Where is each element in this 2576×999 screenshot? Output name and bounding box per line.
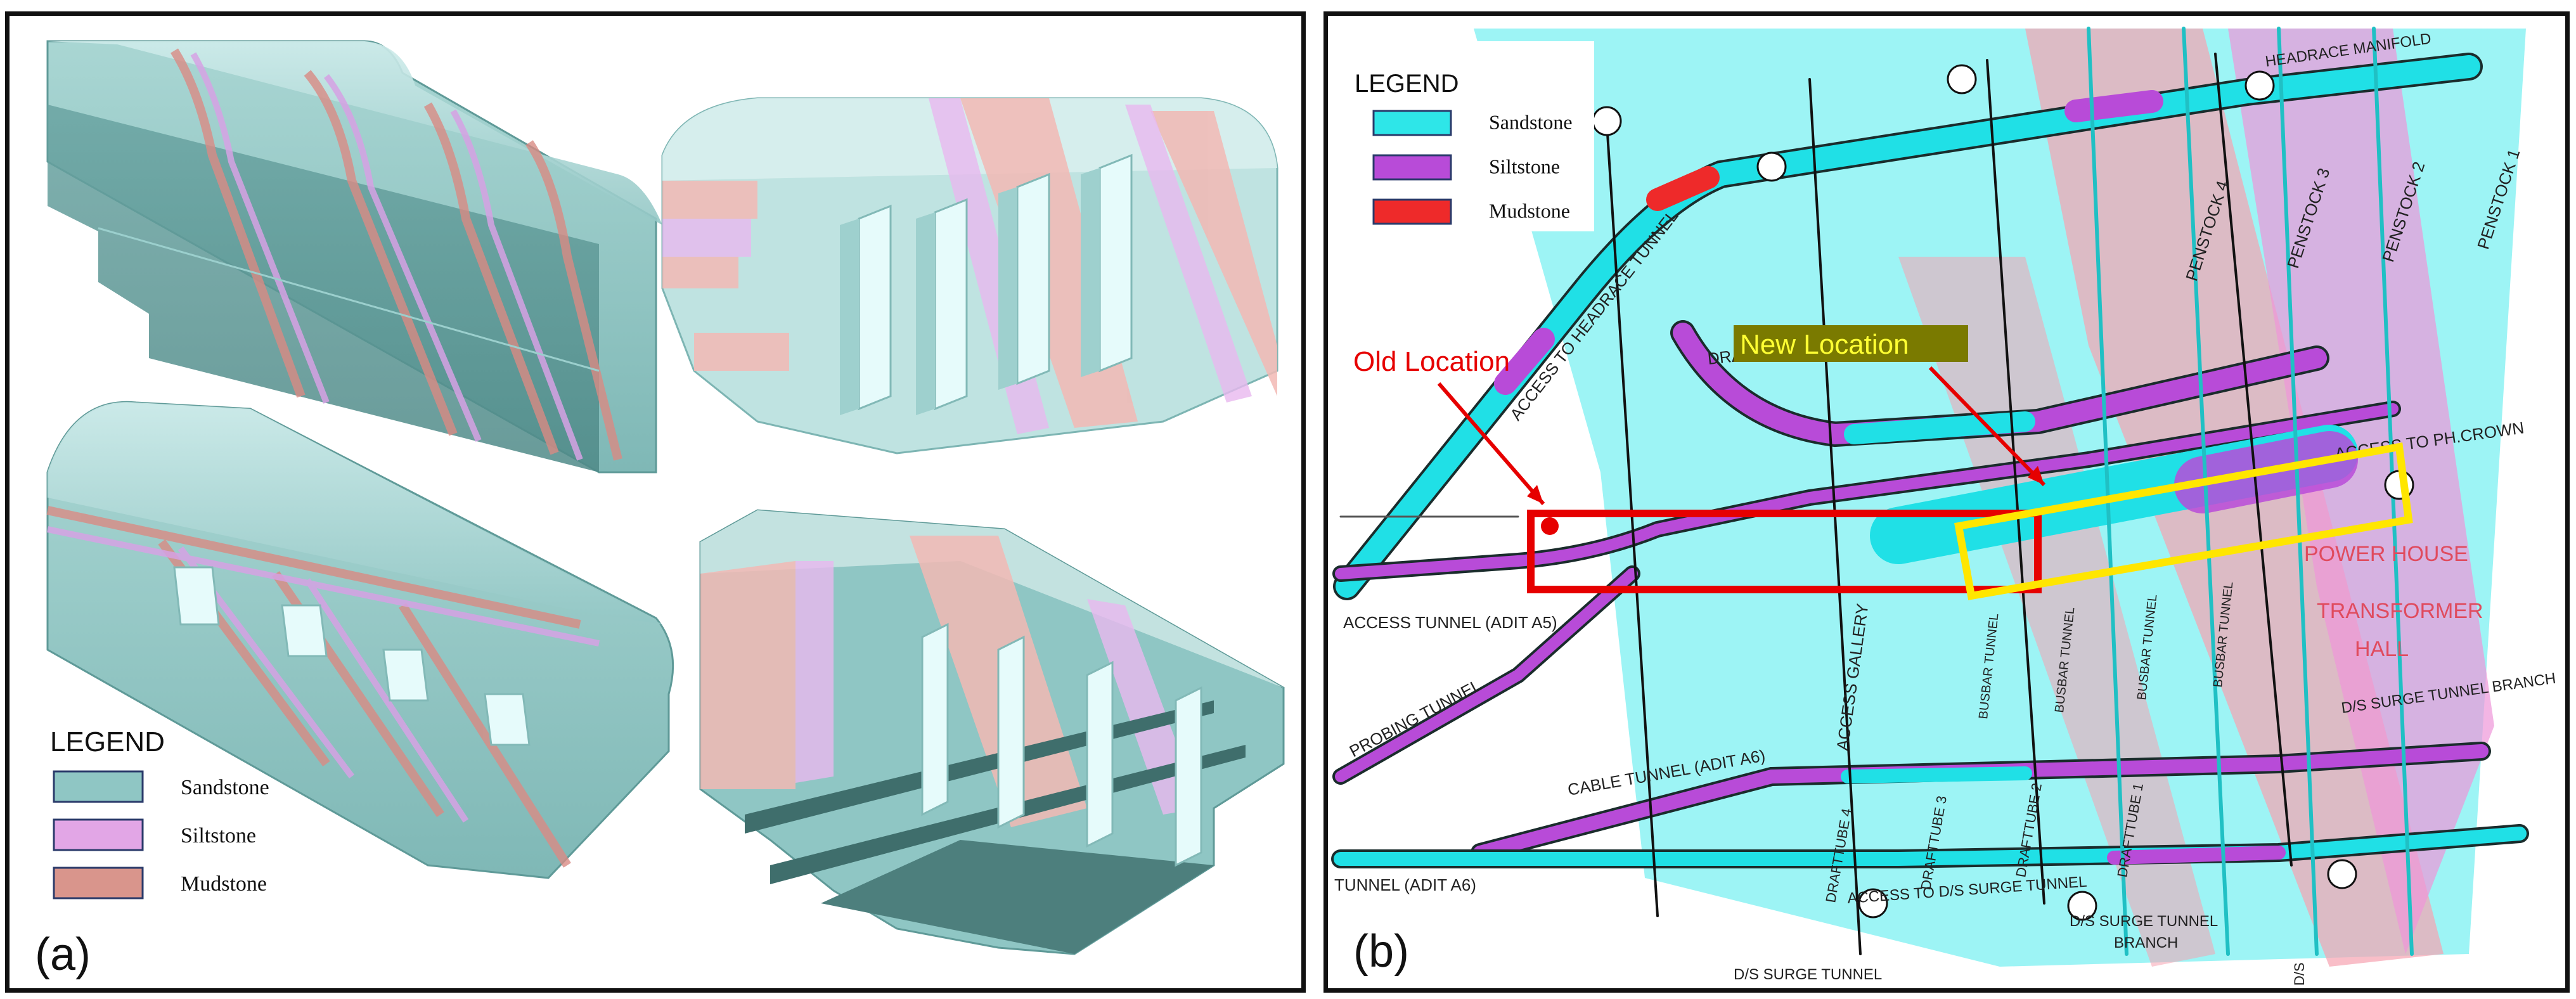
legend-b-label-siltstone: Siltstone bbox=[1489, 155, 1560, 178]
label-tunnel-a6: TUNNEL (ADIT A6) bbox=[1334, 875, 1476, 894]
label-transformer: TRANSFORMER bbox=[2317, 599, 2483, 623]
legend-a-label-mudstone: Mudstone bbox=[181, 872, 267, 896]
label-ds-surge-branch-1: D/S SURGE TUNNEL bbox=[2070, 913, 2218, 930]
cavern-model-top-left bbox=[46, 40, 662, 474]
new-location-label: New Location bbox=[1740, 329, 1909, 360]
cavern-model-bottom-right bbox=[699, 509, 1285, 955]
legend-title: LEGEND bbox=[1355, 70, 1459, 98]
cavern-model-top-right bbox=[661, 97, 1278, 454]
legend-b-label-mudstone: Mudstone bbox=[1489, 200, 1570, 222]
legend-a-swatch-sandstone bbox=[53, 770, 144, 803]
legend-a-label-siltstone: Siltstone bbox=[181, 824, 256, 848]
label-ds-surge-tunnel: D/S SURGE TUNNEL bbox=[1734, 966, 1882, 983]
new-location-label-bg bbox=[1734, 325, 1968, 362]
old-location-marker bbox=[1541, 517, 1559, 535]
label-power-house: POWER HOUSE bbox=[2304, 542, 2468, 566]
panel-label: (b) bbox=[1353, 926, 1409, 977]
old-location-label: Old Location bbox=[1353, 346, 1510, 377]
old-location-box bbox=[1527, 510, 2042, 593]
label-access-tunnel-a5: ACCESS TUNNEL (ADIT A5) bbox=[1343, 613, 1557, 632]
label-hall: HALL bbox=[2355, 637, 2409, 661]
panel-label: (a) bbox=[35, 929, 91, 980]
cavern-model-bottom-left bbox=[46, 401, 674, 879]
legend-b-swatch-siltstone bbox=[1372, 154, 1452, 181]
legend-b-swatch-mudstone bbox=[1372, 198, 1452, 225]
location-highlights: Old Location New Location bbox=[1353, 325, 2413, 600]
legend-title: LEGEND bbox=[50, 726, 165, 757]
label-ds-vertical: D/S bbox=[2291, 962, 2307, 986]
new-location-box bbox=[1954, 442, 2413, 600]
legend-b-label-sandstone: Sandstone bbox=[1489, 111, 1573, 134]
legend-a-label-sandstone: Sandstone bbox=[181, 776, 269, 799]
legend-b-swatch-sandstone bbox=[1372, 110, 1452, 136]
legend-a-swatch-siltstone bbox=[53, 818, 144, 851]
label-ds-surge-branch-2: BRANCH bbox=[2114, 934, 2178, 951]
label-probing-tunnel: PROBING TUNNEL bbox=[1346, 676, 1484, 761]
legend-a-swatch-mudstone bbox=[53, 867, 144, 899]
